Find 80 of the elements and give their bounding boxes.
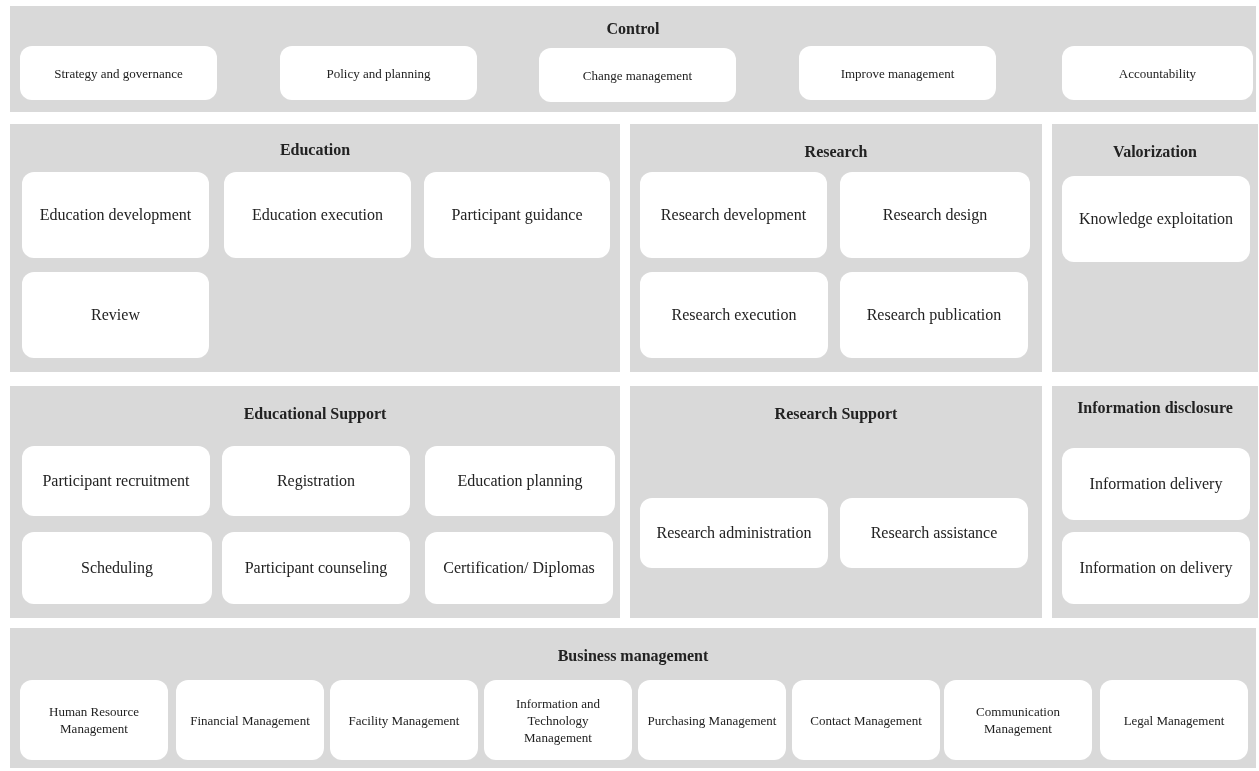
box-label: Participant guidance: [451, 205, 583, 225]
group-panel: [1052, 386, 1258, 618]
box-label: Communication Management: [975, 703, 1061, 737]
group-title: Research: [803, 142, 869, 162]
process-box: [792, 680, 940, 760]
box-label: Research development: [660, 205, 807, 225]
box-label: Research design: [882, 205, 988, 225]
box-label: Accountability: [1118, 64, 1197, 82]
box-label: Research assistance: [870, 523, 998, 543]
process-box: [224, 172, 411, 258]
process-box: [330, 680, 478, 760]
box-label: Participant counseling: [244, 558, 388, 578]
box-label: Human Resource Management: [48, 703, 140, 737]
process-box: [840, 272, 1028, 358]
process-box: [1100, 680, 1248, 760]
process-box: [484, 680, 632, 760]
process-box: [425, 446, 615, 516]
box-label: Research execution: [671, 305, 797, 325]
box-label: Information delivery: [1089, 474, 1223, 494]
box-label: Education execution: [251, 205, 384, 225]
box-label: Financial Management: [190, 711, 310, 729]
process-box: [1062, 46, 1253, 100]
process-box: [20, 680, 168, 760]
process-box: [1062, 448, 1250, 520]
process-box: [944, 680, 1092, 760]
group-title: Education: [278, 140, 352, 160]
process-box: [539, 48, 736, 102]
process-box: [799, 46, 996, 100]
group-title: Educational Support: [242, 404, 388, 424]
group-title: Control: [605, 19, 661, 39]
process-box: [1062, 176, 1250, 262]
group-panel: [10, 6, 1256, 112]
process-box: [20, 46, 217, 100]
process-box: [640, 498, 828, 568]
process-box: [222, 532, 410, 604]
box-label: Research publication: [866, 305, 1002, 325]
box-label: Review: [91, 305, 140, 325]
box-label: Information on delivery: [1079, 558, 1233, 578]
process-box: [640, 272, 828, 358]
group-panel: [630, 386, 1042, 618]
box-label: Contact Management: [810, 711, 922, 729]
group-title: Business management: [556, 646, 710, 666]
box-label: Knowledge exploitation: [1078, 209, 1234, 229]
box-label: Information and Technology Management: [514, 694, 602, 746]
box-label: Legal Management: [1123, 711, 1225, 729]
process-box: [22, 446, 210, 516]
process-box: [425, 532, 613, 604]
group-panel: [1052, 124, 1258, 372]
process-box: [840, 172, 1030, 258]
box-label: Education development: [39, 205, 192, 225]
process-box: [424, 172, 610, 258]
process-box: [22, 272, 209, 358]
group-title: Research Support: [773, 404, 899, 424]
process-box: [22, 532, 212, 604]
box-label: Education planning: [457, 471, 583, 491]
process-box: [840, 498, 1028, 568]
process-box: [280, 46, 477, 100]
group-panel: [10, 628, 1256, 768]
box-label: Change management: [582, 66, 693, 84]
process-box: [22, 172, 209, 258]
group-title: Valorization: [1112, 142, 1198, 162]
process-box: [640, 172, 827, 258]
box-label: Participant recruitment: [42, 471, 190, 491]
group-panel: [630, 124, 1042, 372]
group-title: Information disclosure: [1076, 398, 1234, 418]
box-label: Scheduling: [81, 558, 153, 578]
process-box: [1062, 532, 1250, 604]
box-label: Research administration: [656, 523, 812, 543]
box-label: Strategy and governance: [54, 64, 183, 82]
process-box: [176, 680, 324, 760]
box-label: Certification/ Diplomas: [443, 558, 595, 578]
box-label: Registration: [276, 471, 356, 491]
box-label: Purchasing Management: [647, 711, 777, 729]
group-panel: [10, 124, 620, 372]
group-panel: [10, 386, 620, 618]
box-label: Facility Management: [348, 711, 460, 729]
process-box: [222, 446, 410, 516]
box-label: Improve management: [840, 64, 955, 82]
process-box: [638, 680, 786, 760]
box-label: Policy and planning: [326, 64, 431, 82]
